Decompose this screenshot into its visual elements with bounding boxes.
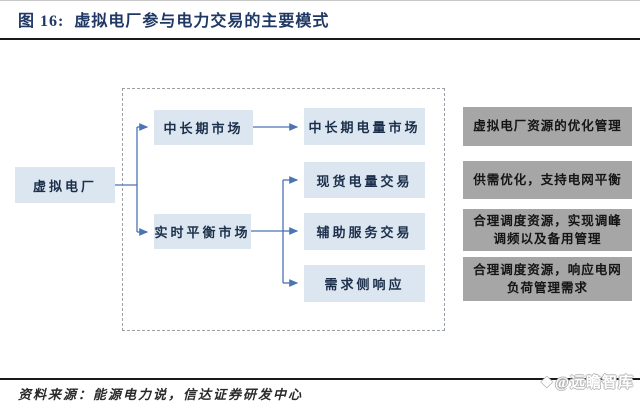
node-ancillary-service-trading: 辅助服务交易 bbox=[304, 213, 425, 250]
outcome-peak-frequency-reserve: 合理调度资源，实现调峰调频以及备用管理 bbox=[463, 209, 632, 251]
watermark: ❖@远瞻智库 bbox=[540, 371, 634, 392]
outcome-optimized-management: 虚拟电厂资源的优化管理 bbox=[463, 107, 632, 146]
node-spot-energy-trading: 现货电量交易 bbox=[304, 162, 425, 198]
node-mid-long-term-market: 中长期市场 bbox=[154, 110, 253, 145]
node-virtual-power-plant: 虚拟电厂 bbox=[15, 167, 115, 203]
node-mid-long-term-energy-market: 中长期电量市场 bbox=[304, 108, 425, 145]
node-realtime-balance-market: 实时平衡市场 bbox=[154, 214, 251, 249]
dashed-frame bbox=[122, 88, 445, 331]
footer-divider bbox=[0, 378, 640, 380]
source-note: 资料来源：能源电力说，信达证券研发中心 bbox=[18, 387, 304, 402]
outcome-supply-demand-balance: 供需优化，支持电网平衡 bbox=[463, 161, 632, 199]
node-demand-side-response: 需求侧响应 bbox=[304, 265, 425, 302]
title-divider bbox=[0, 38, 640, 40]
outcome-load-management-response: 合理调度资源，响应电网负荷管理需求 bbox=[463, 257, 632, 301]
watermark-logo-icon: ❖ bbox=[540, 376, 555, 391]
watermark-text: @远瞻智库 bbox=[555, 375, 634, 391]
page-top-edge bbox=[0, 0, 640, 1]
figure-title: 图 16: 虚拟电厂参与电力交易的主要模式 bbox=[18, 13, 330, 30]
